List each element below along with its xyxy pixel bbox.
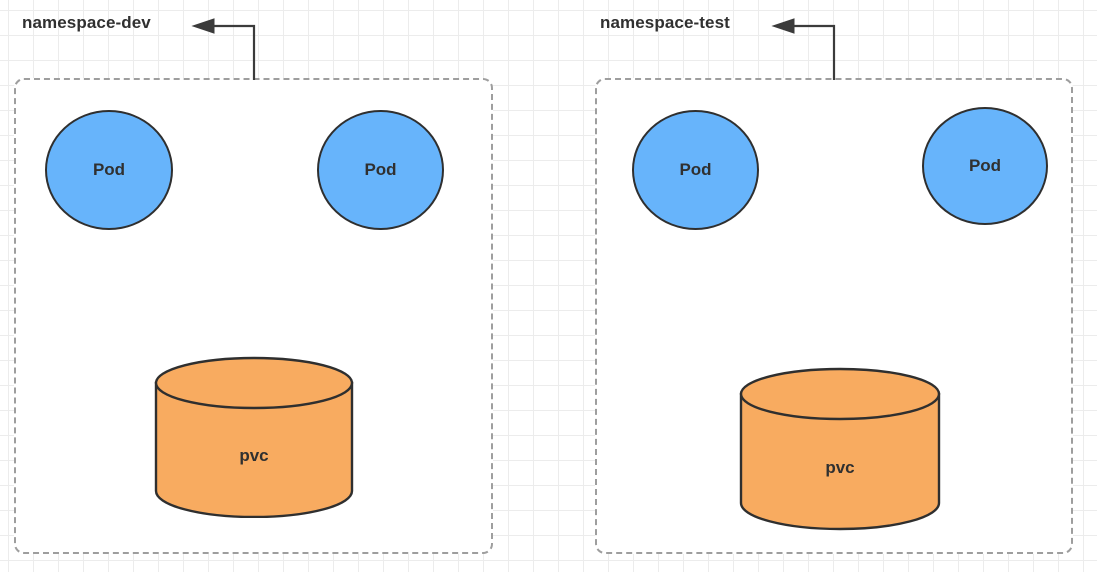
pvc-test[interactable]: pvc — [738, 366, 942, 531]
pod-label: Pod — [679, 160, 712, 179]
pvc-dev[interactable]: pvc — [153, 356, 355, 519]
namespace-label-test: namespace-test — [600, 13, 730, 32]
namespace-label-dev: namespace-dev — [22, 13, 151, 32]
pvc-label: pvc — [239, 446, 269, 465]
pod-test-2[interactable]: Pod — [922, 107, 1048, 225]
connector-namespace-test — [771, 18, 836, 80]
pvc-label: pvc — [825, 458, 855, 477]
connector-namespace-dev — [191, 18, 256, 80]
pod-dev-1[interactable]: Pod — [45, 110, 173, 230]
pod-label: Pod — [364, 160, 397, 179]
pod-dev-2[interactable]: Pod — [317, 110, 444, 230]
pod-test-1[interactable]: Pod — [632, 110, 759, 230]
cylinder-shape-icon — [154, 356, 354, 519]
pod-label: Pod — [968, 156, 1002, 175]
cylinder-shape-icon — [739, 367, 941, 531]
pod-label: Pod — [92, 160, 126, 179]
